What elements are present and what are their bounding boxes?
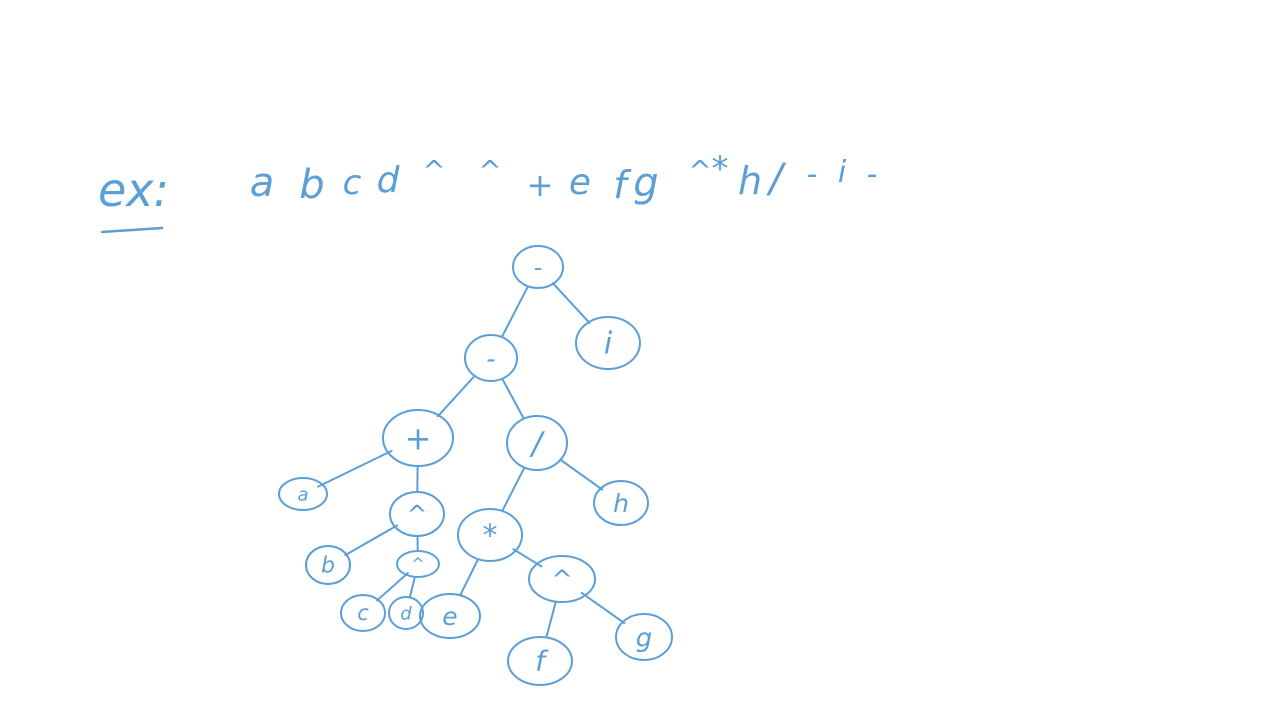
tree-node-outline	[419, 593, 481, 639]
tree-node-outline	[340, 594, 386, 632]
tree-node-outline	[464, 334, 518, 382]
tree-node-label: ^	[551, 565, 573, 595]
heading-underline	[100, 226, 164, 234]
tree-edge	[459, 558, 479, 597]
expression-token: ^	[422, 154, 445, 187]
tree-node-label: f	[535, 645, 549, 678]
tree-node-leaf-e: e	[419, 593, 481, 639]
expression-token: g	[633, 160, 658, 206]
tree-edges	[317, 282, 626, 638]
tree-node-outline	[575, 316, 641, 370]
tree-node-root-minus: -	[512, 245, 564, 289]
expression-token: f	[613, 163, 632, 207]
tree-edge	[559, 458, 604, 491]
tree-node-label: -	[534, 253, 543, 281]
tree-node-leaf-b: b	[305, 545, 351, 585]
expression-token: -	[807, 157, 818, 192]
tree-node-leaf-c: c	[340, 594, 386, 632]
tree-node-minus-2: -	[464, 334, 518, 382]
tree-node-caret-1: ^	[389, 491, 445, 537]
tree-node-label: ^	[407, 500, 428, 529]
tree-node-label: g	[636, 623, 653, 653]
tree-node-label: h	[613, 489, 629, 518]
tree-node-caret-2: ^	[396, 550, 440, 578]
tree-node-label: ^	[411, 555, 424, 574]
tree-node-leaf-a: a	[278, 477, 328, 511]
tree-node-label: /	[529, 426, 546, 462]
tree-node-label: *	[483, 518, 498, 553]
tree-node-leaf-h: h	[593, 480, 649, 526]
tree-node-outline	[507, 636, 573, 686]
tree-node-outline	[278, 477, 328, 511]
tree-edge	[551, 282, 591, 324]
expression-token: /	[766, 156, 787, 202]
tree-node-outline	[457, 508, 523, 562]
expression-token: h	[738, 159, 762, 203]
expression-token: *	[712, 149, 729, 189]
tree-edge	[376, 572, 409, 602]
tree-node-label: d	[400, 603, 412, 624]
tree-node-outline	[506, 415, 568, 471]
expression-token: a	[250, 160, 275, 206]
tree-node-outline	[593, 480, 649, 526]
tree-node-label: +	[405, 419, 432, 457]
expression-token: e	[569, 162, 591, 203]
tree-edge	[344, 524, 398, 557]
tree-node-outline	[615, 613, 673, 661]
expression-token: c	[343, 163, 362, 203]
tree-edge	[501, 467, 526, 512]
expression-token: +	[527, 166, 554, 204]
tree-node-label: c	[357, 601, 369, 625]
tree-node-outline	[382, 409, 454, 467]
tree-node-label: b	[321, 554, 335, 579]
expression-token: ^	[688, 154, 711, 187]
tree-edge	[501, 285, 529, 338]
tree-edge	[580, 591, 626, 625]
tree-node-leaf-f: f	[507, 636, 573, 686]
expression-token: ^	[478, 154, 501, 187]
tree-edge	[409, 576, 416, 598]
tree-node-leaf-g: g	[615, 613, 673, 661]
tree-node-outline	[528, 555, 596, 603]
tree-edge	[317, 449, 393, 488]
tree-node-caret-3: ^	[528, 555, 596, 603]
tree-node-times: *	[457, 508, 523, 562]
tree-node-outline	[389, 491, 445, 537]
tree-node-leaf-d: d	[388, 596, 424, 630]
tree-node-outline	[388, 596, 424, 630]
tree-edge	[436, 374, 476, 418]
tree-node-divide: /	[506, 415, 568, 471]
tree-node-label: a	[297, 484, 308, 505]
heading-label: ex:	[98, 163, 169, 217]
expression-token: b	[299, 162, 324, 208]
tree-nodes: - - i + / a ^ b ^ c d * h e ^ f g	[278, 245, 673, 686]
tree-node-outline	[396, 550, 440, 578]
tree-node-label: e	[442, 602, 457, 631]
tree-node-label: i	[604, 326, 613, 361]
tree-edge	[501, 378, 525, 420]
tree-node-label: -	[486, 344, 495, 374]
tree-node-plus: +	[382, 409, 454, 467]
tree-node-outline	[512, 245, 564, 289]
tree-node-leaf-i: i	[575, 316, 641, 370]
tree-node-outline	[305, 545, 351, 585]
expression-token: d	[377, 160, 401, 201]
expression-token: -	[867, 157, 878, 192]
tree-edge	[545, 601, 557, 638]
expression-token: i	[838, 155, 847, 190]
